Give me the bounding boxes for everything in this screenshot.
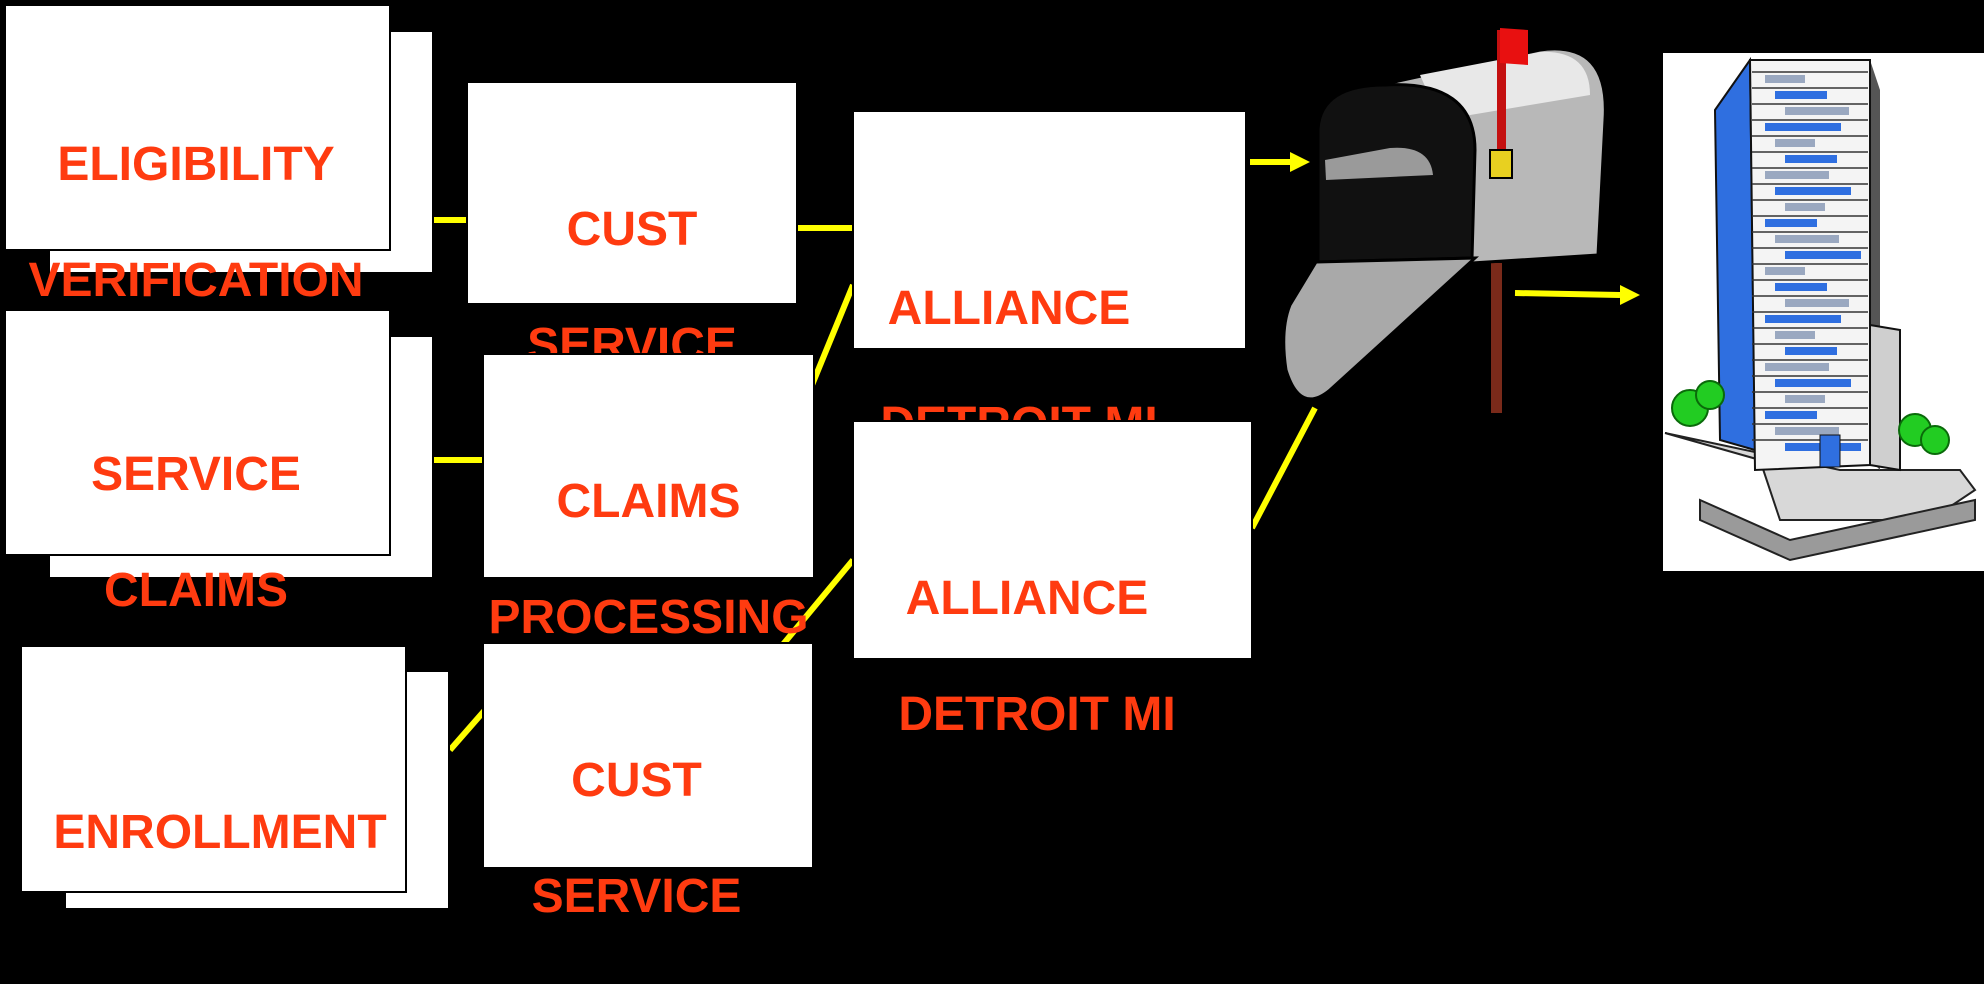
tree-right-2-icon [1920, 425, 1950, 455]
building-window [1785, 107, 1849, 115]
eligibility-verification-box: ELIGIBILITY VERIFICATION [4, 4, 391, 307]
arrowhead-building [1620, 285, 1640, 305]
label-line: CUST [566, 203, 698, 256]
building-window [1765, 219, 1817, 227]
workflow-diagram [433, 28, 1984, 752]
building-window [1775, 331, 1815, 339]
mailbox-inner [1325, 147, 1433, 180]
alliance-envelope-1: ALLIANCE DETROIT MI [852, 110, 1247, 451]
building-window [1775, 187, 1851, 195]
label-line: SERVICE [91, 448, 301, 501]
label-line: CUST [571, 754, 702, 807]
arrowheads [1290, 152, 1640, 305]
enrollment-box: ENROLLMENT [20, 645, 407, 893]
connector-claims-processing-to-envelope [809, 283, 856, 387]
label-line: ELIGIBILITY [57, 138, 335, 191]
building-window [1785, 395, 1825, 403]
label-line: CLAIMS [104, 564, 288, 617]
envelope-address-2: ALLIANCE DETROIT MI [872, 512, 1182, 802]
building-window [1765, 123, 1841, 131]
building-window [1775, 91, 1827, 99]
cust-service-label-2: CUST SERVICE [484, 694, 789, 984]
label-line: PROCESSING [488, 591, 809, 644]
tree-left-2-icon [1695, 380, 1725, 410]
building-window [1785, 203, 1825, 211]
label-line: SERVICE [531, 870, 742, 923]
cust-service-box-2: CUST SERVICE [482, 642, 814, 923]
arrowhead-envelope-1 [1290, 152, 1310, 172]
office-building-icon [1663, 53, 1984, 571]
building-window [1775, 379, 1851, 387]
connector-lines [433, 159, 1621, 752]
connector-mailbox-to-building [1514, 290, 1621, 298]
mailbox-flag [1500, 28, 1528, 65]
building-window [1765, 411, 1817, 419]
building-window [1785, 155, 1837, 163]
connector-envelope-2-to-mailbox [1249, 406, 1318, 530]
building-window [1775, 235, 1839, 243]
building-entrance [1819, 434, 1841, 468]
label-line: DETROIT MI [898, 688, 1176, 741]
mailbox-post [1491, 263, 1502, 413]
building-window [1765, 363, 1829, 371]
label-line: ALLIANCE [887, 282, 1131, 335]
building-window [1775, 139, 1815, 147]
building-window [1775, 427, 1839, 435]
building-window [1765, 315, 1841, 323]
claims-processing-label: CLAIMS PROCESSING [484, 415, 813, 705]
service-claims-label: SERVICE CLAIMS [6, 388, 386, 678]
mailbox-latch [1489, 149, 1513, 179]
mailbox-door [1282, 256, 1479, 401]
label-line: ENROLLMENT [53, 806, 387, 859]
eligibility-verification-label: ELIGIBILITY VERIFICATION [6, 78, 386, 368]
building-base [1699, 498, 1976, 562]
building-window [1775, 283, 1827, 291]
label-line: ALLIANCE [905, 572, 1149, 625]
building-window [1785, 299, 1849, 307]
cust-service-box-1: CUST SERVICE [466, 81, 798, 372]
building-window [1765, 171, 1829, 179]
building-window [1785, 251, 1861, 259]
label-line: CLAIMS [556, 475, 741, 528]
enrollment-label: ENROLLMENT [30, 746, 410, 920]
connector-cust-service-2-to-envelope-2 [777, 558, 856, 650]
alliance-envelope-2: ALLIANCE DETROIT MI [852, 420, 1253, 741]
building-annex [1869, 323, 1901, 472]
connector-enrollment-to-cust-service [447, 708, 488, 752]
mailbox-icon [1282, 28, 1607, 413]
building-window [1765, 75, 1805, 83]
label-line: VERIFICATION [28, 254, 364, 307]
claims-processing-box: CLAIMS PROCESSING [482, 353, 815, 644]
building-window [1765, 267, 1805, 275]
mailbox-flag-pole [1497, 30, 1506, 155]
building-window [1785, 347, 1837, 355]
service-claims-box: SERVICE CLAIMS [4, 309, 391, 617]
